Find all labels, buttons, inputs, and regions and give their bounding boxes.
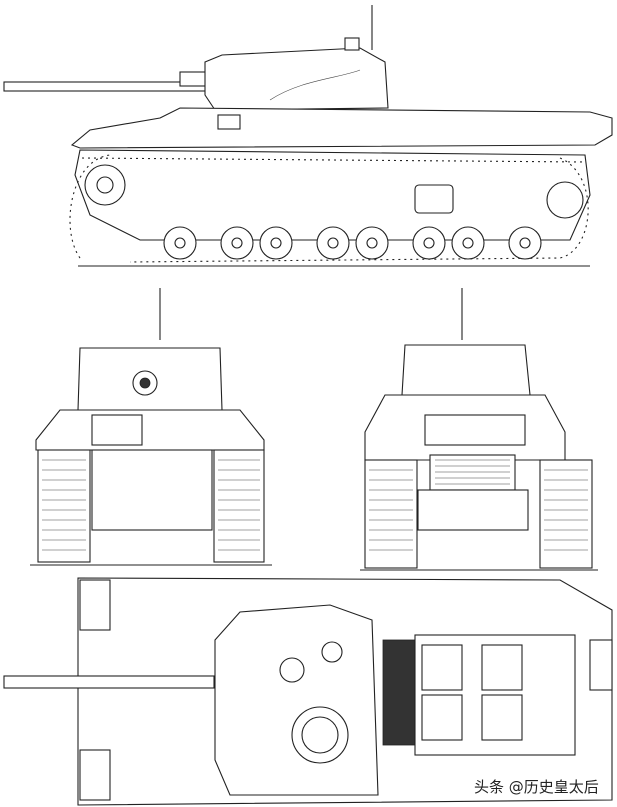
front-view: [30, 288, 272, 566]
periscope: [279, 657, 305, 683]
road-wheels: [163, 226, 542, 260]
side-hatch: [414, 184, 454, 214]
turret: [204, 47, 389, 111]
right-track: [539, 459, 593, 569]
right-track: [213, 449, 265, 563]
watermark: 头条 @历史皇太后: [474, 778, 599, 796]
turret-top: [214, 604, 379, 796]
gun-barrel: [3, 675, 215, 689]
rear-view: [360, 288, 598, 571]
engine-grille: [382, 639, 416, 746]
side-view: [3, 5, 613, 267]
idler-wheel: [546, 181, 584, 219]
hull-upper: [70, 107, 613, 149]
top-view: [3, 577, 613, 806]
cupola: [344, 37, 360, 51]
hull-front-upper: [35, 409, 265, 451]
left-track: [364, 459, 418, 569]
front-fender: [79, 579, 111, 631]
hull-front-plate: [91, 414, 143, 446]
rear-plates: [424, 414, 526, 446]
hull-lower: [91, 449, 213, 531]
left-track: [37, 449, 91, 563]
rear-box: [589, 639, 613, 691]
hull-lower-rear: [417, 489, 529, 531]
front-fender: [79, 749, 111, 801]
headlight-box: [217, 114, 241, 130]
turret-rear: [401, 344, 531, 396]
track: [69, 154, 589, 263]
vent: [321, 641, 343, 663]
